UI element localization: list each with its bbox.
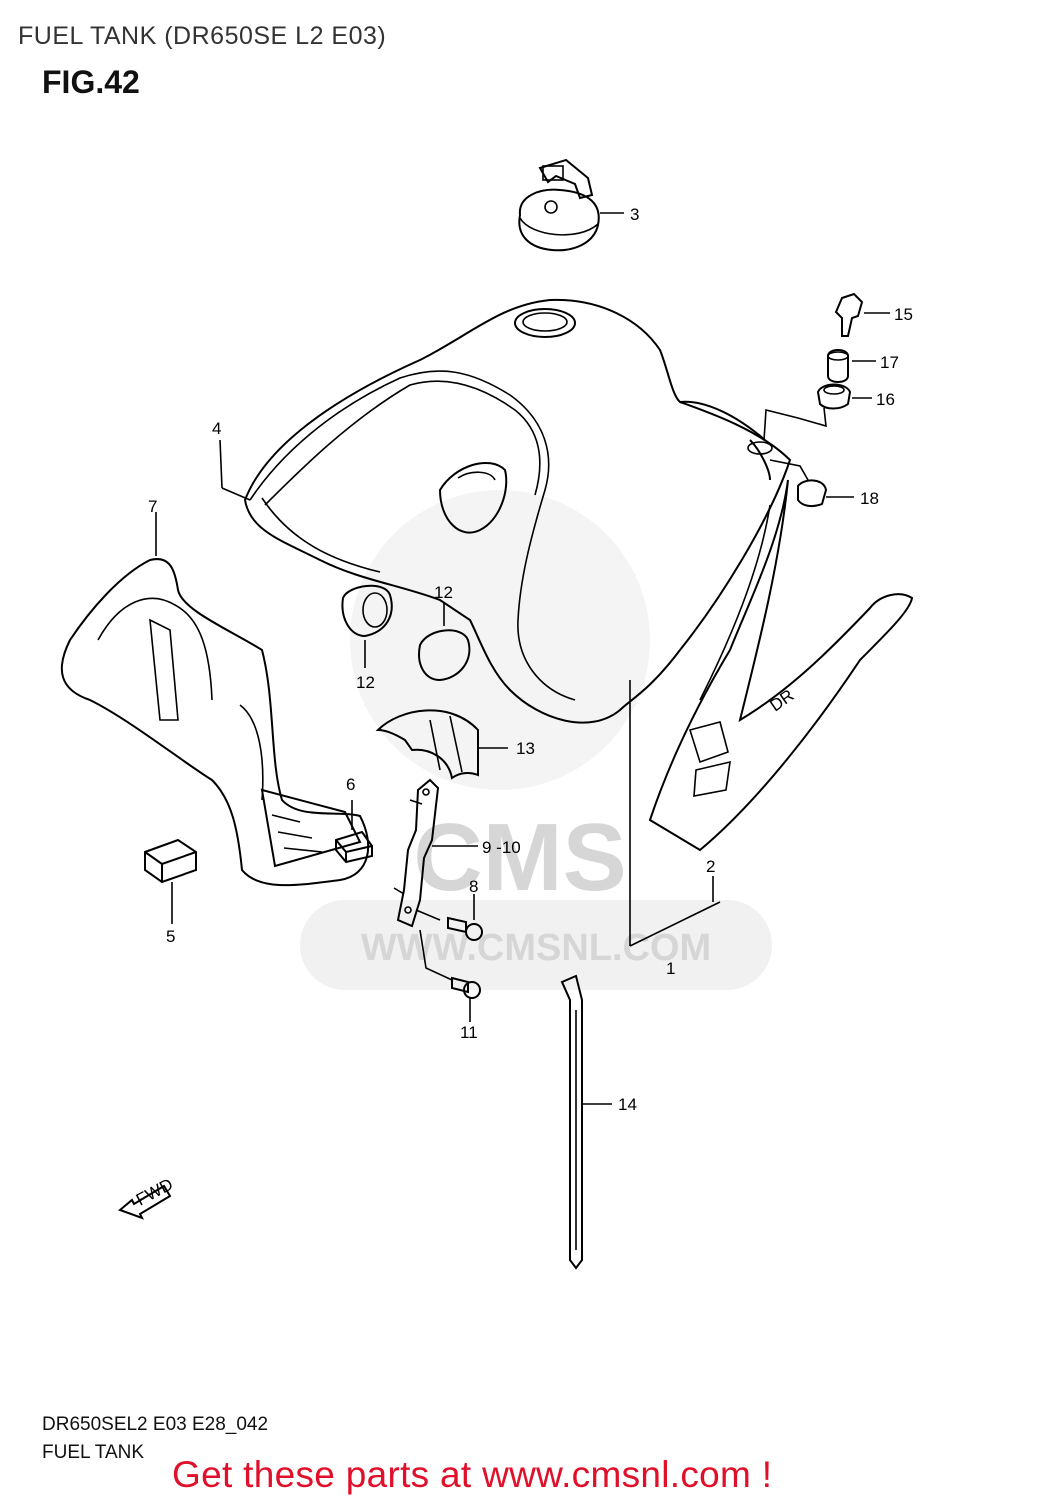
callout-11: 11 — [460, 1023, 478, 1042]
callout-13: 13 — [516, 739, 535, 758]
cushion-part-12a[interactable] — [341, 584, 393, 668]
callout-5: 5 — [166, 927, 175, 946]
side-decal-part[interactable]: DR — [648, 479, 914, 902]
tank-trim-part[interactable] — [219, 439, 251, 501]
callout-18: 18 — [860, 489, 879, 508]
callout-8: 8 — [469, 877, 478, 896]
collar-part-17[interactable] — [827, 349, 876, 383]
promo-link[interactable]: Get these parts at www.cmsnl.com ! — [172, 1454, 773, 1495]
page-title: FUEL TANK (DR650SE L2 E03) — [18, 22, 387, 50]
callout-7: 7 — [148, 497, 157, 516]
strap-part-14[interactable] — [560, 974, 612, 1270]
cushion-part-5[interactable] — [144, 838, 197, 924]
callout-1: 1 — [666, 959, 675, 978]
watermark-url: WWW.CMSNL.COM — [361, 927, 711, 969]
cushion-part-12b[interactable] — [418, 602, 471, 682]
side-cover-part[interactable] — [60, 512, 370, 887]
bracket-part-9-10[interactable] — [393, 778, 478, 928]
callout-4: 4 — [212, 419, 221, 438]
watermark-banner — [300, 900, 772, 990]
bolt-part-15[interactable] — [834, 292, 890, 337]
svg-text:DR: DR — [766, 686, 797, 716]
callout-15: 15 — [894, 305, 913, 324]
grommet-part-16[interactable] — [763, 383, 872, 441]
callout-2: 2 — [706, 857, 715, 876]
callout-16: 16 — [876, 390, 895, 409]
callout-6: 6 — [346, 775, 355, 794]
watermark-brand: CMS — [413, 804, 626, 911]
callout-14: 14 — [618, 1095, 637, 1114]
callout-12b: 12 — [356, 673, 375, 692]
figure-number: FIG.42 — [42, 64, 140, 100]
bolt-part-11[interactable] — [419, 929, 481, 1022]
fuel-cap-part[interactable] — [518, 158, 624, 252]
callout-3: 3 — [630, 205, 639, 224]
diagram-code: DR650SEL2 E03 E28_042 — [42, 1414, 269, 1435]
callout-labels: 3 15 17 16 4 18 7 12 12 13 6 9 -10 2 8 5… — [148, 205, 913, 1114]
grommet-part-18[interactable] — [769, 459, 854, 508]
forward-direction-icon: FWD — [118, 1175, 176, 1220]
callout-17: 17 — [880, 353, 899, 372]
callout-12a: 12 — [434, 583, 453, 602]
watermark: CMS WWW.CMSNL.COM — [300, 490, 772, 990]
callout-9-10: 9 -10 — [482, 838, 521, 857]
bolt-part-8[interactable] — [415, 894, 483, 941]
cushion-part-13[interactable] — [375, 709, 508, 780]
diagram-subtitle: FUEL TANK — [42, 1442, 145, 1463]
fuel-tank-part[interactable] — [243, 298, 792, 947]
cushion-part-6[interactable] — [335, 800, 373, 864]
watermark-globe-icon — [350, 490, 650, 790]
